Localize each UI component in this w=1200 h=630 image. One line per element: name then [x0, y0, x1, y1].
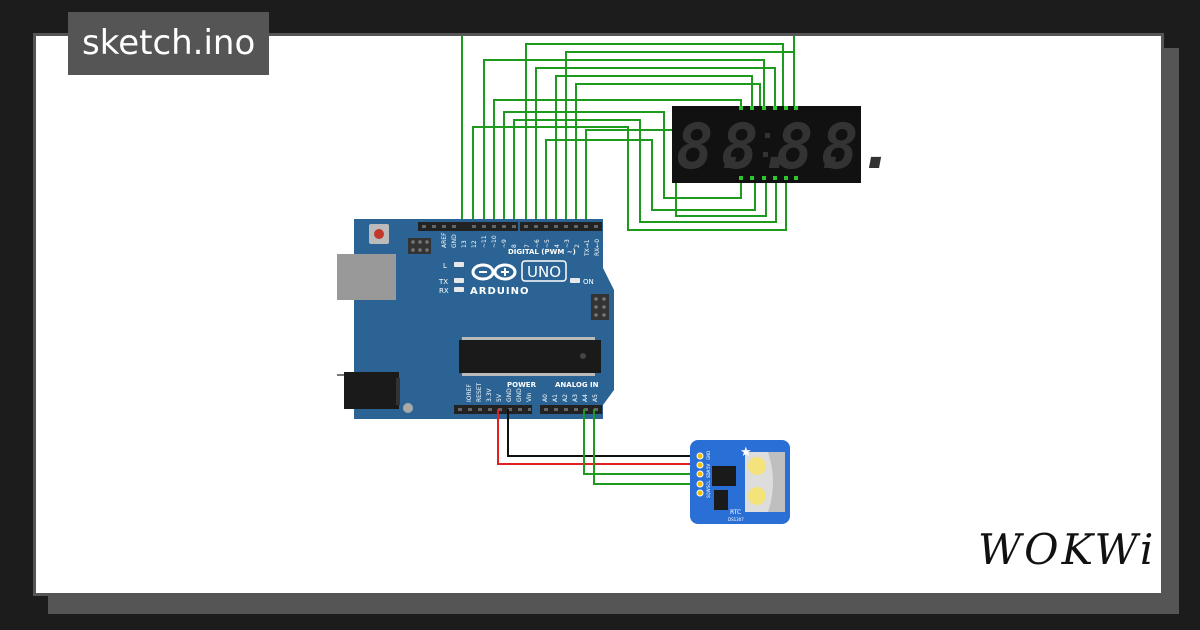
uno-badge	[521, 260, 567, 282]
icsp-header	[408, 238, 431, 254]
digital-header-holes	[422, 225, 598, 228]
pin-label-5v: 5V	[496, 393, 503, 402]
wire-5v	[497, 409, 700, 465]
pin-label-0: RX←0	[594, 239, 601, 256]
digit-1: 8.	[676, 110, 751, 183]
digital-header-right	[520, 222, 602, 231]
power-header-label: POWER	[507, 381, 537, 389]
rtc-chip	[712, 466, 736, 486]
rtc-label: RTC	[730, 509, 741, 516]
pin-label-vin: Vin	[526, 392, 533, 402]
arduino-uno[interactable]: AREF GND 13 12 ~11 ~10 ~9 8 7 ~6 ~5 4 ~3…	[337, 219, 614, 419]
wire-scl	[593, 409, 700, 485]
pin-label-a1: A1	[552, 394, 559, 402]
seven-segment-display[interactable]: 8. 8. 8. 8.	[672, 106, 896, 183]
status-leds: L TX RX ON	[438, 262, 594, 295]
crystal	[714, 490, 728, 510]
pin-label-a4: A4	[582, 394, 589, 402]
led-label-l: L	[443, 262, 447, 270]
pin-label-1: TX→1	[584, 239, 591, 257]
led-label-on: ON	[583, 278, 594, 286]
display-digits: 8. 8. 8. 8.	[676, 110, 896, 183]
pin-label-5: ~5	[544, 239, 551, 248]
power-pin-labels: IOREF RESET 3.3V 5V GND GND Vin A0 A1 A2…	[466, 382, 599, 402]
pin-label-gnd: GND	[451, 234, 458, 248]
pin-label-4: 4	[554, 244, 561, 248]
pin-label-13: 13	[461, 240, 468, 248]
display-colon	[763, 133, 770, 157]
display-bottom-pins	[739, 176, 798, 180]
pin-label-8: 8	[511, 244, 518, 248]
battery-contact-bottom	[748, 487, 766, 505]
rtc-pin-holes	[696, 452, 704, 497]
digital-header-label: DIGITAL (PWM ~)	[508, 248, 576, 256]
pin-label-a2: A2	[562, 394, 569, 402]
pin-label-3v3: 3.3V	[486, 387, 493, 402]
reset-button-cap	[374, 229, 384, 239]
digital-header-left	[418, 222, 518, 231]
star-icon: ★	[740, 445, 752, 460]
wire-sda	[583, 409, 700, 475]
power-jack	[344, 372, 399, 409]
pin-label-6: ~6	[534, 239, 541, 248]
display-top-pins	[739, 106, 798, 110]
rtc-pin-5v: 5V	[706, 463, 711, 469]
analog-header	[540, 405, 602, 414]
power-header	[454, 405, 532, 414]
mounting-hole	[403, 403, 413, 413]
led-label-tx: TX	[438, 278, 448, 286]
digit-2: 8.	[721, 110, 796, 183]
bottom-header-holes	[458, 408, 598, 411]
pin-label-11: ~11	[481, 235, 488, 248]
analog-header-label: ANALOG IN	[555, 381, 599, 389]
pin-label-gnd2: GND	[516, 388, 523, 402]
pin-label-aref: AREF	[441, 232, 448, 248]
arduino-brand: ARDUINO	[470, 286, 529, 297]
pin-label-reset: RESET	[476, 382, 483, 402]
pin-label-9: ~9	[501, 239, 508, 248]
digit-3: 8.	[776, 110, 851, 183]
wire-gnd	[507, 409, 700, 457]
pin-label-3: ~3	[564, 239, 571, 248]
display-body	[672, 106, 861, 183]
icsp-header-right	[591, 294, 609, 320]
chip-pins	[462, 337, 595, 376]
rtc-pin-gnd: GND	[706, 451, 711, 460]
pin-label-12: 12	[471, 240, 478, 248]
rtc-pin-sda: SDA	[706, 469, 711, 478]
wokwi-logo: WOKWi	[978, 525, 1157, 574]
led-label-rx: RX	[439, 287, 449, 295]
pin-label-a0: A0	[542, 394, 549, 402]
pin-label-a3: A3	[572, 394, 579, 402]
usb-connector	[337, 254, 396, 300]
pin-label-10: ~10	[491, 235, 498, 248]
digital-pin-labels: AREF GND 13 12 ~11 ~10 ~9 8 7 ~6 ~5 4 ~3…	[441, 232, 601, 257]
rtc-wires	[497, 409, 700, 485]
arduino-model: UNO	[527, 263, 561, 281]
display-wires	[461, 36, 795, 231]
digit-4: 8.	[821, 110, 896, 183]
rtc-module[interactable]: GND 5V SDA SCL SQW ★ RTC DS1307	[690, 440, 790, 524]
battery-contact-top	[748, 457, 766, 475]
arduino-logo-icon	[471, 263, 517, 281]
rtc-chip-label: DS1307	[728, 517, 744, 522]
atmega-chip	[459, 340, 601, 373]
rtc-pin-scl: SCL	[706, 480, 711, 488]
pin-label-a5: A5	[592, 394, 599, 402]
pin-label-ioref: IOREF	[466, 384, 473, 402]
rtc-pin-sqw: SQW	[706, 488, 711, 498]
pin-label-gnd1: GND	[506, 388, 513, 402]
pin-label-2: 2	[574, 244, 581, 248]
rtc-pin-labels: GND 5V SDA SCL SQW	[706, 451, 711, 498]
pin-label-7: 7	[524, 244, 531, 248]
sketch-title: sketch.ino	[68, 12, 270, 75]
